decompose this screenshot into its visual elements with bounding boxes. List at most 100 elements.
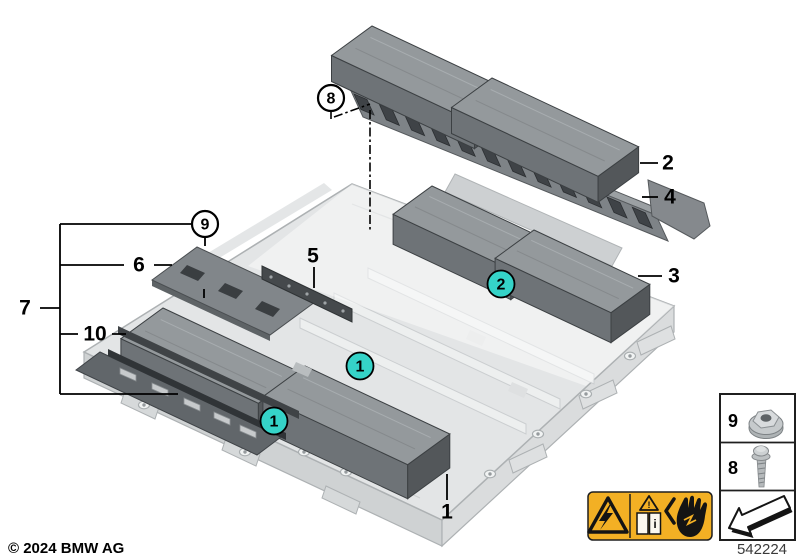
legend-ref-8[interactable]: 8 bbox=[728, 458, 738, 478]
legend-ref-9[interactable]: 9 bbox=[728, 411, 738, 431]
part10-seal-strip bbox=[118, 326, 299, 419]
callout-labels: 1 2 3 4 5 6 7 10 bbox=[19, 152, 680, 524]
callout-circle-8-label: 8 bbox=[327, 91, 336, 108]
module-top-face bbox=[494, 229, 651, 314]
callout-circle-9[interactable] bbox=[190, 209, 220, 239]
flange-tab bbox=[636, 325, 676, 356]
flange-tab bbox=[578, 379, 618, 410]
strip-hole bbox=[323, 301, 327, 305]
tray-boss bbox=[508, 382, 528, 398]
part3-rear-rail bbox=[444, 173, 623, 267]
connector-cell bbox=[119, 367, 137, 382]
module-top-face bbox=[450, 77, 640, 177]
drawing-number: 542224 bbox=[737, 541, 787, 558]
callout-circle-9-label: 9 bbox=[201, 217, 210, 234]
module-top-seam bbox=[355, 47, 482, 108]
strip-hole bbox=[287, 284, 291, 288]
highlight-circle-2[interactable] bbox=[486, 269, 516, 299]
tray-rib bbox=[367, 267, 595, 385]
screw-threads bbox=[757, 462, 766, 484]
shock-bolt-overlay bbox=[683, 513, 697, 527]
bolt-hole-center bbox=[302, 450, 306, 454]
alert-triangle bbox=[639, 495, 659, 511]
hv-lightning-bolt bbox=[599, 504, 613, 530]
callout-4[interactable]: 4 bbox=[664, 186, 676, 209]
module-top-seam bbox=[160, 319, 282, 377]
flange-tab bbox=[321, 485, 361, 515]
callout-7[interactable]: 7 bbox=[19, 297, 31, 320]
callout-2[interactable]: 2 bbox=[662, 152, 674, 175]
copyright-text: © 2024 BMW AG bbox=[8, 540, 124, 557]
callout-3[interactable]: 3 bbox=[668, 265, 680, 288]
highlight-circle-1a-label: 1 bbox=[356, 359, 365, 376]
warning-triangle-icon: ! bbox=[639, 495, 659, 511]
connector-cell bbox=[239, 424, 257, 439]
part6-cover-plate bbox=[151, 246, 316, 341]
tray-boss bbox=[466, 330, 486, 346]
cell-connector-unit bbox=[75, 349, 286, 456]
part2-module-right bbox=[450, 77, 640, 204]
strip-hole bbox=[341, 309, 345, 313]
group7-bracket bbox=[40, 223, 191, 395]
leader-8-dashdot bbox=[330, 103, 371, 232]
book-info-char: i bbox=[653, 517, 656, 531]
plate-pad bbox=[218, 283, 243, 299]
module-top-seam bbox=[287, 388, 416, 450]
flange-nut-icon bbox=[748, 409, 784, 439]
strip-hole bbox=[269, 275, 273, 279]
bolt-hole-center bbox=[142, 403, 146, 407]
rail-slot bbox=[606, 196, 628, 219]
bolt-hole-center bbox=[584, 392, 588, 396]
highlight-circle-1a[interactable] bbox=[345, 351, 375, 381]
module-top-seam bbox=[414, 206, 519, 256]
connector-top-strip bbox=[108, 349, 286, 440]
leader-9 bbox=[203, 237, 206, 298]
bolt-hole-center bbox=[628, 354, 632, 358]
callout-6[interactable]: 6 bbox=[133, 254, 145, 277]
high-voltage-triangle-icon bbox=[587, 496, 629, 534]
highlight-circle-2-label: 2 bbox=[497, 277, 506, 294]
module-top-seam bbox=[531, 239, 634, 289]
tray-rib bbox=[299, 317, 527, 435]
arrow-body bbox=[728, 495, 791, 535]
electric-shock-hand-icon bbox=[664, 495, 708, 537]
screw-icon bbox=[751, 445, 771, 488]
module-top-seam bbox=[370, 36, 497, 97]
book-right-page bbox=[648, 512, 662, 535]
circled-callouts: 8 9 1 1 2 bbox=[190, 83, 516, 436]
module-top-face bbox=[261, 365, 451, 466]
leader-lines bbox=[40, 103, 662, 500]
connector-modules bbox=[119, 367, 257, 439]
tray-back-wall bbox=[188, 183, 332, 272]
module-top-seam bbox=[302, 377, 431, 439]
module-top-seam bbox=[144, 330, 267, 389]
callout-5[interactable]: 5 bbox=[307, 245, 319, 268]
highlight-circle-1b-label: 1 bbox=[270, 414, 279, 431]
fastener-legend: 9 8 bbox=[719, 393, 796, 541]
module-top-seam bbox=[429, 195, 534, 246]
tray-rib bbox=[333, 292, 561, 410]
connector-cell bbox=[151, 382, 169, 397]
book-left-page bbox=[636, 512, 649, 535]
callout-1[interactable]: 1 bbox=[441, 501, 453, 524]
high-voltage-warning-label: ! i bbox=[587, 491, 713, 541]
highlight-circle-1b[interactable] bbox=[259, 406, 289, 436]
module-joint-tab bbox=[292, 362, 312, 377]
connector-cell bbox=[183, 397, 201, 412]
tray-module-bays bbox=[299, 267, 595, 435]
bolt-hole-center bbox=[536, 432, 540, 436]
plate-pad bbox=[180, 265, 205, 281]
shock-arc bbox=[664, 497, 676, 525]
direction-arrow-icon bbox=[728, 495, 793, 538]
bolt-hole-center bbox=[488, 472, 492, 476]
module-top-face bbox=[119, 307, 302, 404]
module-top-seam bbox=[516, 250, 619, 300]
callout-circle-8[interactable] bbox=[316, 83, 346, 113]
rail-slot bbox=[353, 93, 375, 116]
part1-module-right bbox=[261, 365, 451, 500]
bolt-hole-center bbox=[344, 470, 348, 474]
callout-10[interactable]: 10 bbox=[83, 323, 106, 346]
read-manual-book-icon: i bbox=[636, 512, 662, 535]
